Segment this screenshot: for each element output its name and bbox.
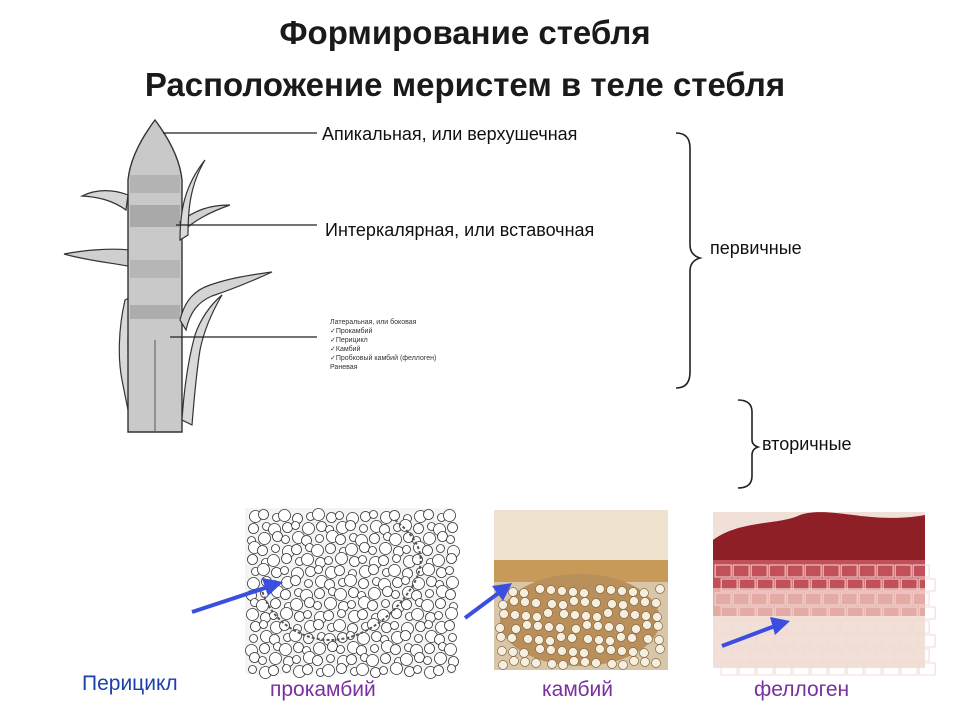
lateral-list-item: ✓Камбий <box>330 346 361 353</box>
slide-title-line2: Расположение меристем в теле стебля <box>144 66 786 103</box>
primary-label: первичные <box>710 238 802 258</box>
lateral-list-item: ✓Прокамбий <box>330 328 373 335</box>
cambium-micrograph <box>494 510 668 670</box>
intercalary-label: Интеркалярная, или вставочная <box>325 220 595 240</box>
phellogen-caption: феллоген <box>754 678 850 701</box>
pericycle-caption: Перицикл <box>82 672 178 695</box>
procambium-arrow <box>463 583 512 620</box>
procambium-caption: прокамбий <box>270 678 376 701</box>
lateral-meristem-list: Латеральная, или боковая ✓Прокамбий ✓Пер… <box>330 318 436 372</box>
phellogen-micrograph <box>713 512 936 676</box>
lateral-list-item: Раневая <box>330 364 358 371</box>
secondary-label: вторичные <box>762 434 852 454</box>
secondary-brace <box>737 399 761 489</box>
apical-label: Апикальная, или верхушечная <box>322 124 578 144</box>
lateral-list-item: ✓Пробковый камбий (феллоген) <box>330 355 437 362</box>
lateral-list-item: Латеральная, или боковая <box>330 319 417 326</box>
primary-brace <box>675 132 703 389</box>
lateral-list-item: ✓Перицикл <box>330 337 368 344</box>
pericycle-arrow <box>191 578 283 614</box>
slide-title-line1: Формирование стебля <box>279 14 651 51</box>
phellogen-arrow <box>721 617 790 648</box>
stem-illustration <box>63 118 273 433</box>
procambium-micrograph <box>245 508 460 679</box>
cambium-caption: камбий <box>542 678 614 701</box>
